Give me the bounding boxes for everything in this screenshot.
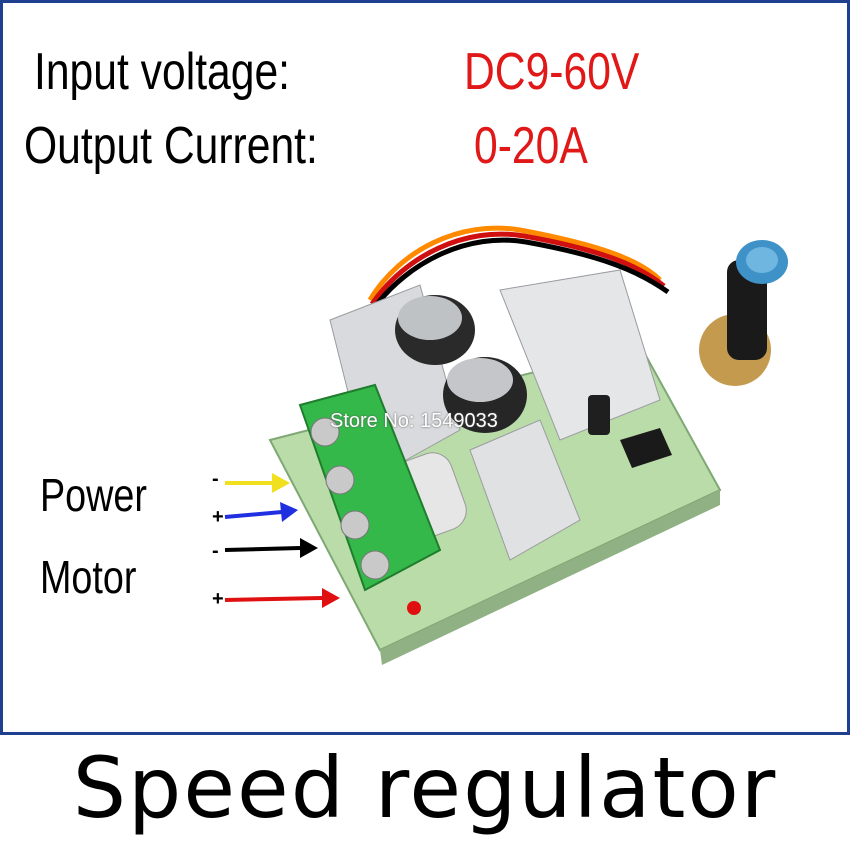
title-bar <box>0 732 850 850</box>
power-plus-sign: + <box>212 506 224 528</box>
product-title: Speed regulator <box>72 739 778 837</box>
motor-plus-sign: + <box>212 588 224 610</box>
motor-minus-sign: - <box>212 540 219 562</box>
output-current-line: Output Current: <box>24 118 318 174</box>
store-watermark: Store No: 1549033 <box>330 410 498 432</box>
pwm-board-illustration <box>224 225 788 665</box>
input-voltage-value: DC9-60V <box>464 43 640 101</box>
output-current-label: Output Current: <box>24 117 318 175</box>
output-current-value: 0-20A <box>474 117 588 175</box>
product-photo <box>0 190 850 730</box>
power-label: Power <box>40 469 147 521</box>
input-voltage-label: Input voltage: <box>34 43 291 101</box>
motor-label: Motor <box>40 551 137 603</box>
input-voltage-line: Input voltage: <box>34 44 290 100</box>
power-minus-sign: - <box>212 468 219 490</box>
